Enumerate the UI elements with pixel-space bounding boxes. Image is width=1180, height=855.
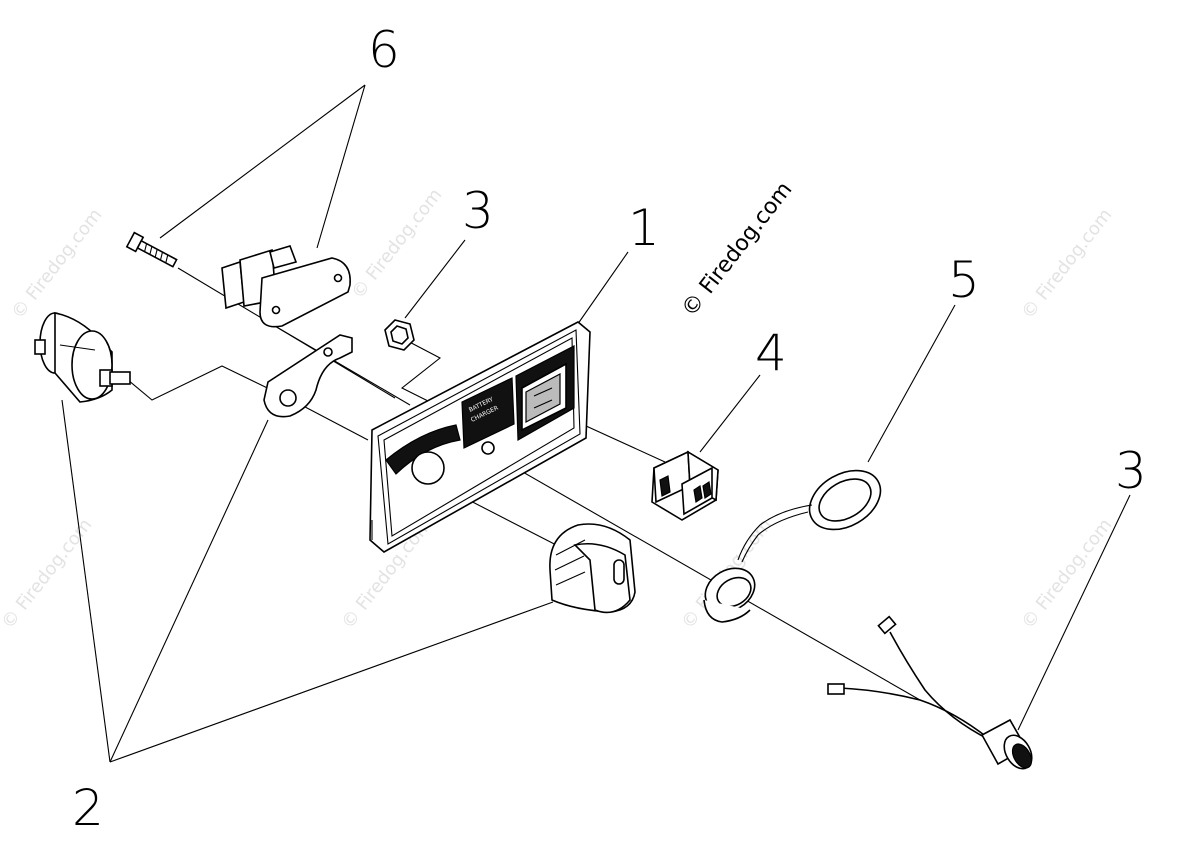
rocker-switch-part — [651, 450, 719, 521]
ignition-switch-part — [34, 312, 131, 403]
assembly-lines — [127, 267, 921, 701]
watermark-text: © Firedog.com — [0, 515, 96, 633]
watermark-text: © Firedog.com — [7, 205, 106, 323]
callout-1: 1 — [628, 199, 660, 257]
brand-watermark: © Firedog.com — [677, 177, 797, 321]
callout-5: 5 — [948, 251, 980, 309]
screw-part — [125, 231, 178, 268]
callout-3-right: 3 — [1115, 442, 1147, 500]
callout-4: 4 — [755, 324, 787, 382]
control-panel-part: BATTERY CHARGER — [369, 321, 591, 553]
protective-cap-part — [703, 469, 882, 623]
callout-2: 2 — [72, 779, 104, 837]
mounting-bracket-part — [263, 334, 353, 418]
watermark-text: © Firedog.com — [347, 185, 446, 303]
control-knob-part — [549, 523, 636, 614]
outlet-wire-part — [827, 615, 1033, 770]
callout-6: 6 — [368, 21, 400, 79]
watermark-text: © Firedog.com — [1017, 515, 1116, 633]
watermark-text: © Firedog.com — [1017, 205, 1116, 323]
breaker-part — [221, 245, 351, 328]
callout-numbers: 1 2 3 3 4 5 6 — [72, 21, 1147, 837]
callout-3-top: 3 — [462, 182, 494, 240]
leader-lines — [61, 84, 1131, 763]
hex-nut-part — [384, 319, 415, 351]
